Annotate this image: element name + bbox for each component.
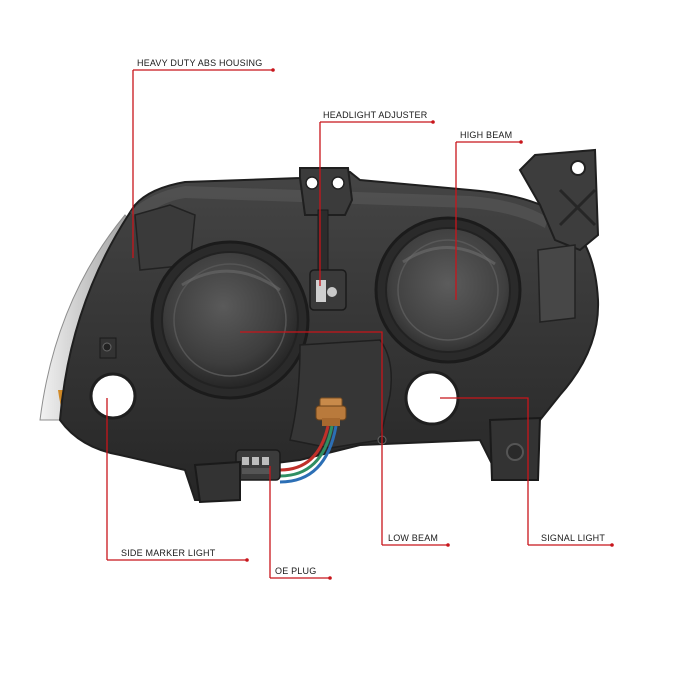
label-oe-plug: OE PLUG <box>275 566 317 576</box>
bracket-cross-rib <box>558 188 597 227</box>
callout-dot-oe-plug <box>328 576 332 580</box>
callout-dot-low-beam <box>446 543 450 547</box>
side-marker-opening <box>89 337 137 420</box>
adjuster-tab <box>299 167 354 216</box>
label-headlight-adjuster: HEADLIGHT ADJUSTER <box>323 110 428 120</box>
adjuster-tab-hole-left <box>305 176 319 190</box>
top-left-boss <box>134 204 196 271</box>
callout-line-signal <box>440 397 529 545</box>
lower-center-structure <box>289 339 392 449</box>
wire-green <box>279 425 334 478</box>
low-beam-lens <box>150 240 310 400</box>
high-beam-lens <box>374 216 522 364</box>
wire-red <box>279 425 330 472</box>
label-signal-light: SIGNAL LIGHT <box>541 533 606 543</box>
wire-blue <box>279 425 338 484</box>
callout-line-low-beam <box>240 331 383 545</box>
bulb-socket-icon <box>315 397 347 426</box>
headlight-adjuster-knob <box>309 269 347 311</box>
adjuster-tab-hole-right <box>331 176 345 190</box>
label-side-marker-light: SIDE MARKER LIGHT <box>121 548 216 558</box>
callout-dot-housing <box>271 68 275 72</box>
bottom-left-mount <box>193 460 241 504</box>
label-low-beam: LOW BEAM <box>388 533 439 543</box>
callout-dot-adjuster <box>431 120 435 124</box>
callout-dot-high-beam <box>519 140 523 144</box>
callout-dot-signal <box>610 543 614 547</box>
screw-left <box>102 342 112 352</box>
callout-dot-side-marker <box>245 558 249 562</box>
right-rib-block <box>537 244 576 323</box>
label-heavy-duty-abs-housing: HEAVY DUTY ABS HOUSING <box>137 58 263 68</box>
label-high-beam: HIGH BEAM <box>460 130 513 140</box>
bottom-right-mount <box>488 416 542 481</box>
top-flange <box>130 186 548 228</box>
oe-plug-connector-icon <box>235 449 281 481</box>
bracket-hole-top <box>570 160 586 176</box>
